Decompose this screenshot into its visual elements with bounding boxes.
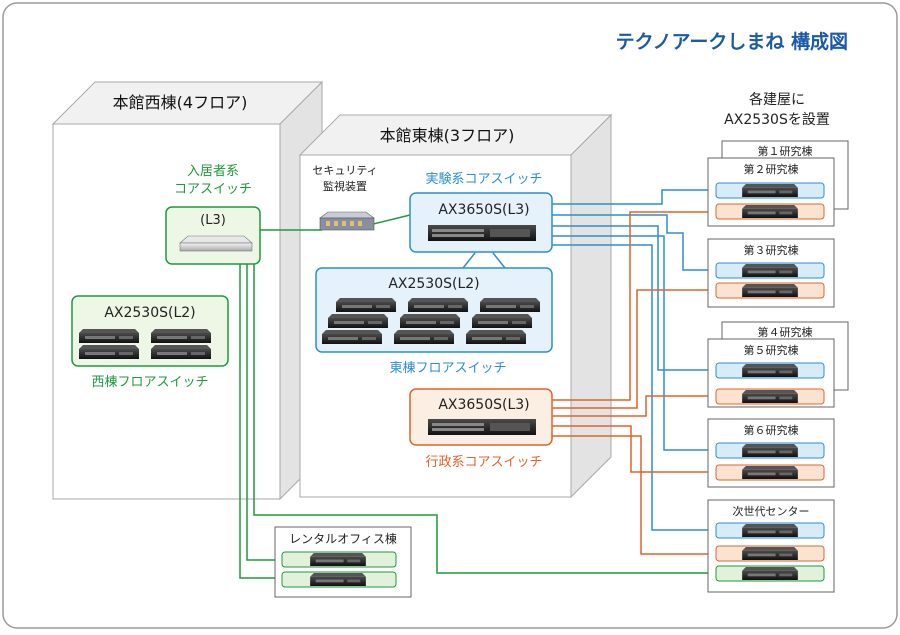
switch-icon [742,466,798,479]
admin-core-caption: 行政系コアスイッチ [425,455,542,470]
switch-icon [742,184,798,197]
l3-switch-icon [179,235,253,252]
switch-icon [328,314,388,328]
l3-switch-icon [428,419,536,435]
switch-icon [310,573,366,586]
switch-icon [400,314,460,328]
switch-icon [742,567,798,580]
lab-6-label: 第６研究棟 [744,423,799,437]
note-line-2: AX2530Sを設置 [724,112,830,128]
switch-icon [79,329,139,343]
switch-icon [742,524,798,537]
switch-icon [742,444,798,457]
experiment-core-label: AX3650S(L3) [438,202,529,218]
switch-icon [394,330,454,344]
green-lines [239,214,710,579]
l3-switch-icon [428,225,536,241]
switch-icon [336,298,396,312]
lab-2-label: 第２研究棟 [744,162,799,176]
admin-core-switch: AX3650S(L3) 行政系コアスイッチ [409,388,553,470]
east-floor-label: AX2530S(L2) [388,276,479,292]
west-floor-switches: AX2530S(L2) 西棟フロアスイッチ [71,295,229,390]
resident-core-label: (L3) [200,213,226,228]
resident-core-caption-2: コアスイッチ [174,182,252,197]
switch-icon [151,345,211,359]
experiment-core-switch: 実験系コアスイッチ AX3650S(L3) [409,171,553,253]
security-caption-2: 監視装置 [323,179,367,193]
switch-icon [742,264,798,277]
switch-icon [742,205,798,218]
east-building-label: 本館東棟(3フロア) [380,126,515,145]
west-building-label: 本館西棟(4フロア) [113,93,248,112]
lab-1-label: 第１研究棟 [758,144,813,158]
security-monitor: セキュリティ 監視装置 [312,164,378,231]
east-floor-switches: AX2530S(L2) 東棟フロアスイッチ [315,267,553,376]
switch-icon [742,547,798,560]
next-gen-center-label: 次世代センター [733,504,810,518]
switch-icon [408,298,468,312]
switch-icon [480,298,540,312]
security-caption-1: セキュリティ [312,164,377,177]
orange-lines [552,211,710,555]
switch-icon [310,553,366,566]
switch-icon [742,390,798,403]
security-device-icon [319,211,375,231]
switch-icon [742,364,798,377]
switch-icon [322,330,382,344]
lab-4-label: 第４研究棟 [758,325,813,339]
resident-core-caption-1: 入居者系 [187,164,239,179]
resident-core-switch: 入居者系 コアスイッチ (L3) [165,164,261,265]
west-building: 本館西棟(4フロア) [51,80,324,501]
note-line-1: 各建屋に [749,92,805,108]
experiment-core-caption: 実験系コアスイッチ [425,171,542,187]
lab-5-label: 第５研究棟 [744,343,799,357]
lab-3-label: 第３研究棟 [744,243,799,257]
west-floor-label: AX2530S(L2) [104,305,195,321]
east-floor-caption: 東棟フロアスイッチ [389,360,506,376]
switch-icon [466,330,526,344]
switch-icon [151,329,211,343]
admin-core-label: AX3650S(L3) [438,397,529,413]
blue-lines [462,189,710,531]
switch-icon [742,284,798,297]
rental-office-label: レンタルオフィス棟 [289,531,397,546]
switch-icon [79,345,139,359]
switch-icon [472,314,532,328]
west-floor-caption: 西棟フロアスイッチ [91,375,208,390]
page-title: テクノアークしまね 構成図 [616,30,848,53]
